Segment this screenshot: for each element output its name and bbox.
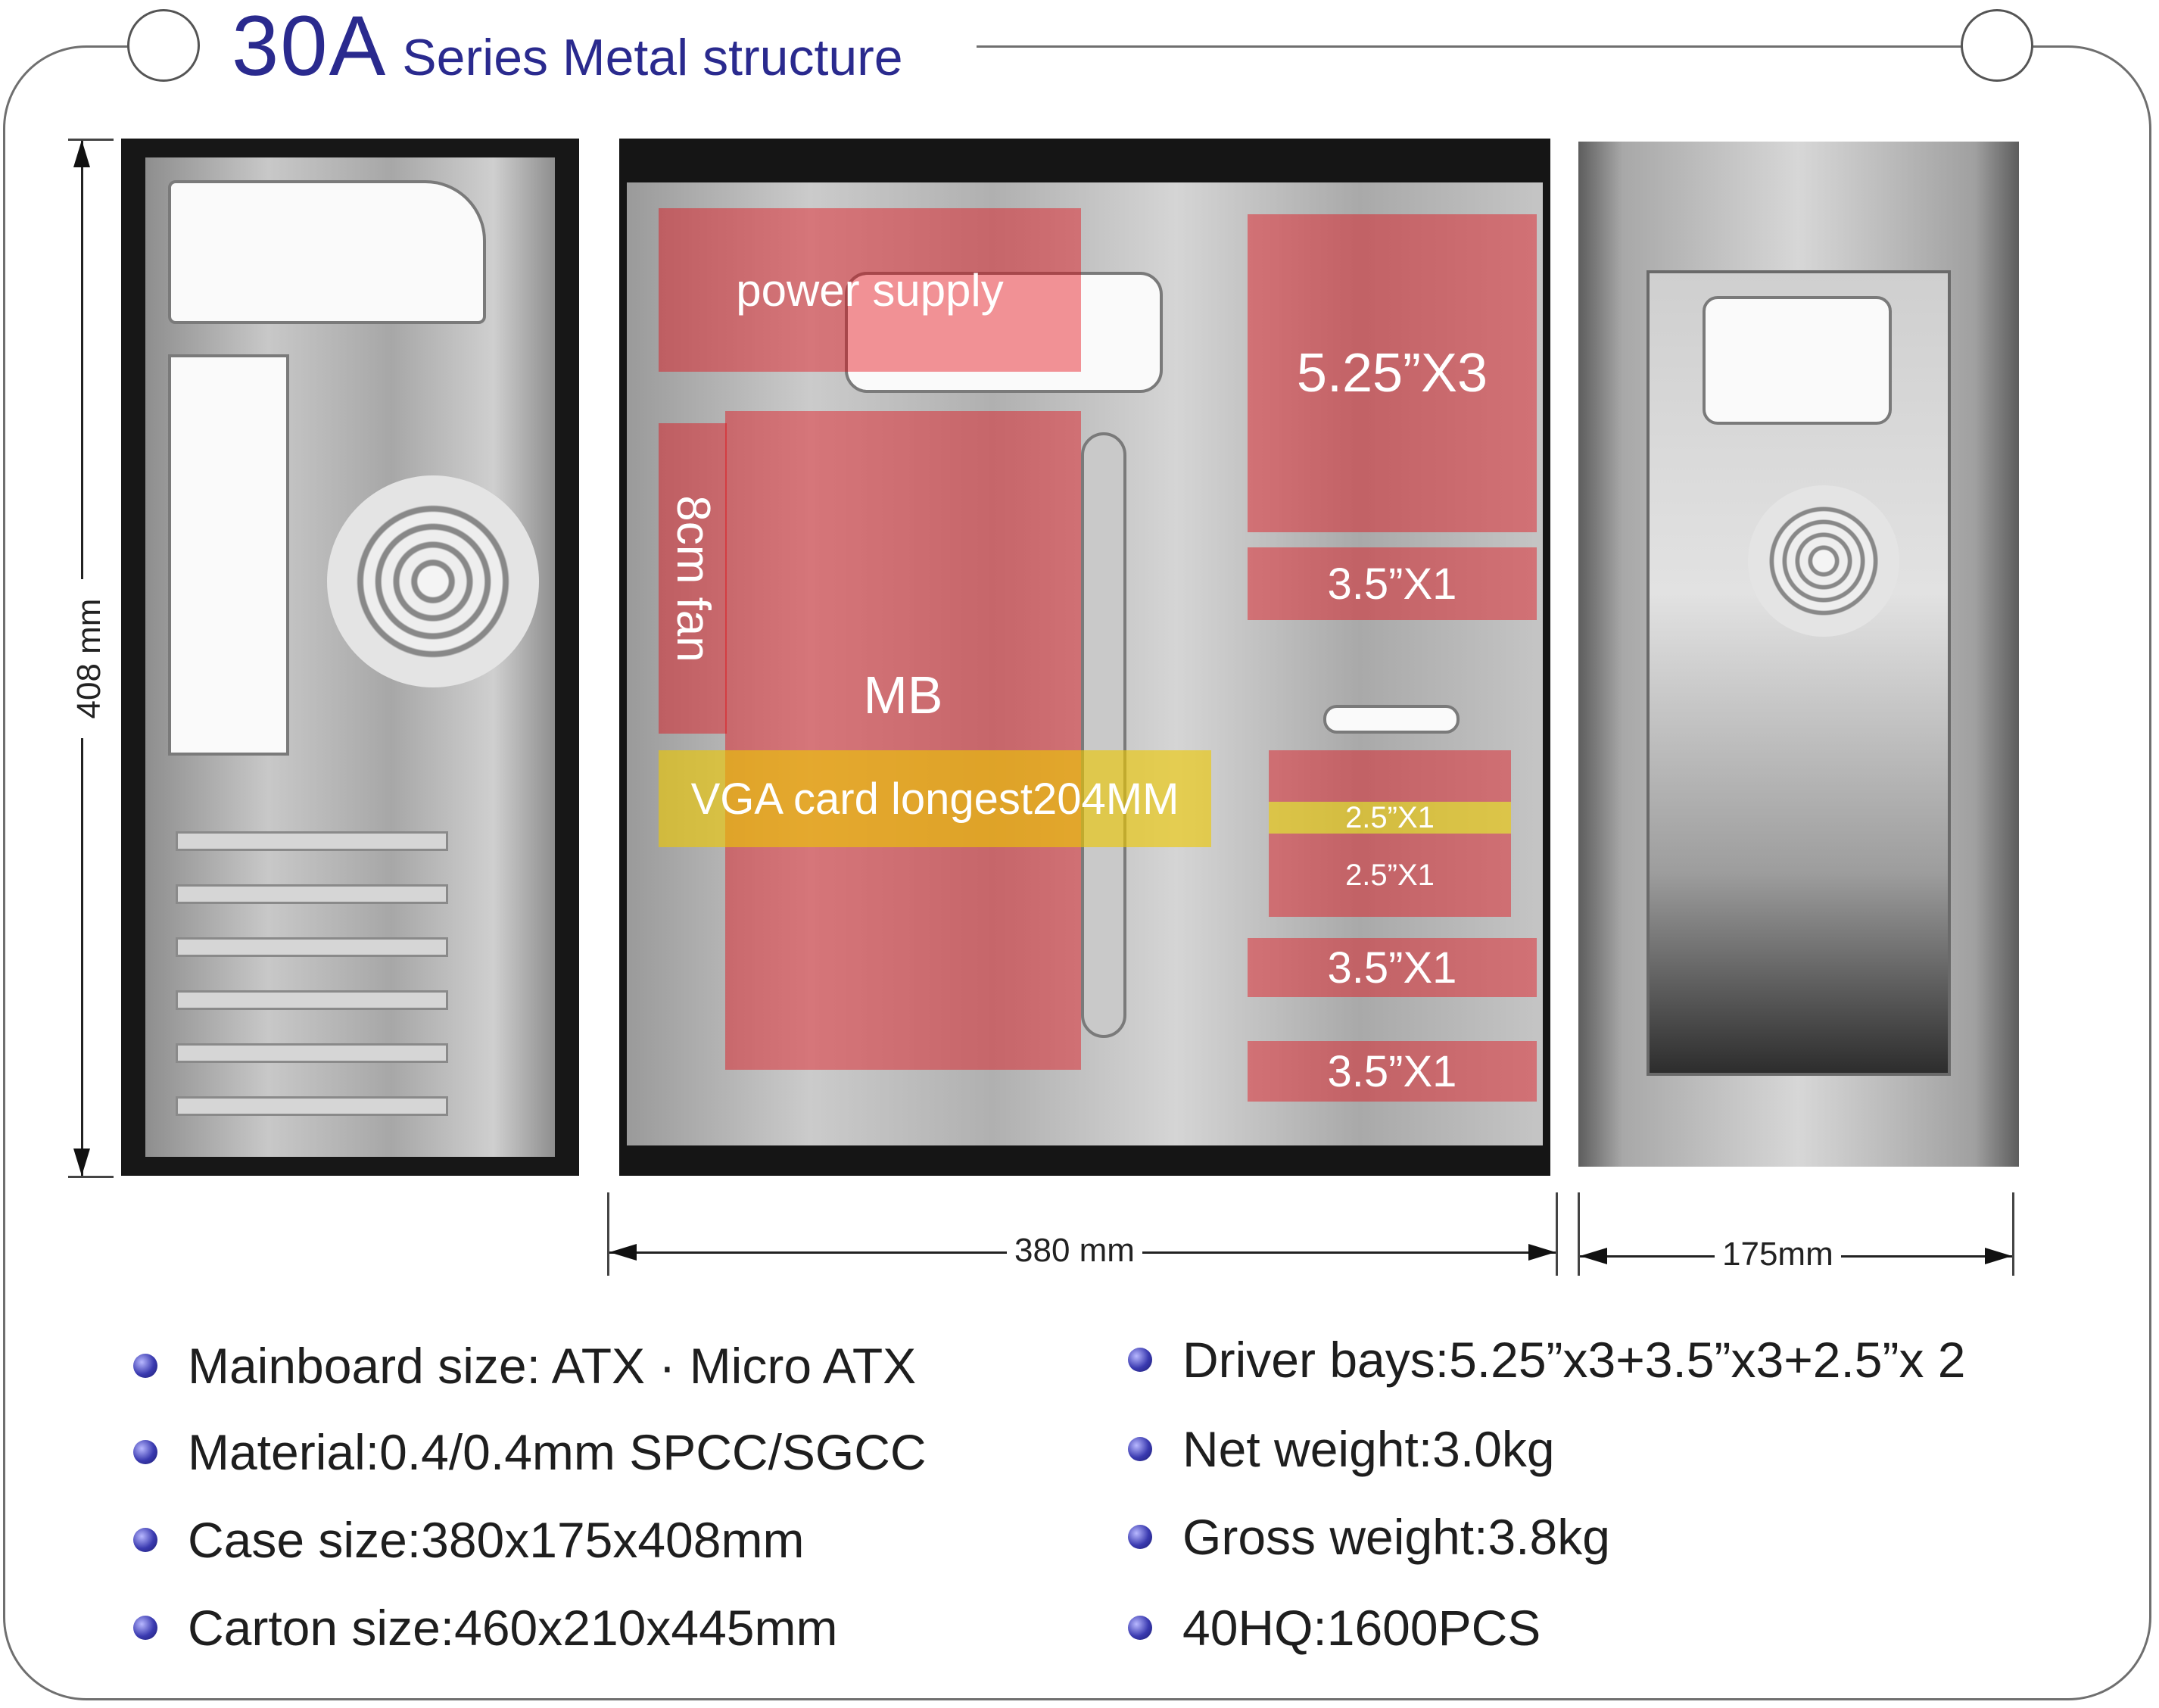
bullet-icon (1128, 1525, 1152, 1549)
overlay-motherboard: MB (725, 411, 1081, 1070)
expansion-slot (176, 1043, 448, 1063)
spec-40hq: 40HQ:1600PCS (1128, 1599, 1541, 1657)
chassis-cage (1647, 270, 1951, 1076)
expansion-slot (176, 1096, 448, 1116)
rear-view-photo (121, 139, 579, 1176)
expansion-slot (176, 831, 448, 851)
overlay-35-bay-top: 3.5”X1 (1248, 547, 1537, 620)
length-label: 380 mm (1007, 1232, 1142, 1270)
corner-circle-right (1961, 9, 2033, 82)
spec-material: Material:0.4/0.4mm SPCC/SGCC (133, 1423, 927, 1481)
label-35-bay-top: 3.5”X1 (1327, 559, 1457, 609)
bullet-icon (1128, 1616, 1152, 1640)
overlay-fan: 8cm fan (659, 423, 727, 734)
label-525-bays: 5.25”X3 (1296, 343, 1488, 404)
spec-carton-size: Carton size:460x210x445mm (133, 1599, 837, 1657)
height-label: 408 mm (70, 579, 108, 738)
width-tick-right (2012, 1192, 2014, 1276)
rear-fan-grill-inside (1748, 485, 1899, 637)
label-vga-card: VGA card longest204MM (690, 774, 1179, 824)
width-tick-left (1578, 1192, 1580, 1276)
overlay-25-bay-a: 2.5”X1 (1269, 800, 1511, 834)
length-tick-left (607, 1192, 609, 1276)
side-rib (1081, 432, 1126, 1038)
label-35-bay-mid: 3.5”X1 (1327, 943, 1457, 993)
arrow-right-icon (1985, 1248, 2012, 1264)
bullet-icon (133, 1528, 157, 1552)
arrow-left-icon (609, 1244, 637, 1261)
label-25-bay-a: 2.5”X1 (1345, 800, 1435, 834)
psu-window (845, 272, 1163, 393)
label-motherboard: MB (863, 665, 943, 725)
title-number: 30A (232, 0, 388, 93)
overlay-25-bay-top (1269, 750, 1511, 802)
overlay-vga-card: VGA card longest204MM (659, 750, 1211, 847)
spec-mainboard: Mainboard size: ATX · Micro ATX (133, 1337, 916, 1395)
rear-fan-grill (327, 475, 539, 687)
psu-opening (168, 180, 486, 324)
arrow-up-icon (73, 140, 90, 167)
overlay-25-bay-b: 2.5”X1 (1269, 834, 1511, 917)
expansion-slot (176, 884, 448, 904)
label-35-bay-bottom: 3.5”X1 (1327, 1046, 1457, 1096)
expansion-slot (176, 990, 448, 1010)
bullet-icon (1128, 1437, 1152, 1461)
bullet-icon (133, 1354, 157, 1378)
overlay-35-bay-mid: 3.5”X1 (1248, 938, 1537, 997)
psu-opening-rear (1703, 296, 1892, 425)
arrow-right-icon (1528, 1244, 1556, 1261)
spec-driver-bays: Driver bays:5.25”x3+3.5”x3+2.5”x 2 (1128, 1331, 1966, 1389)
spec-net-weight: Net weight:3.0kg (1128, 1420, 1555, 1478)
title-mask (189, 15, 977, 91)
overlay-35-bay-bottom: 3.5”X1 (1248, 1041, 1537, 1102)
spec-case-size: Case size:380x175x408mm (133, 1511, 804, 1569)
height-tick-bottom (68, 1176, 114, 1178)
bullet-icon (1128, 1348, 1152, 1372)
overlay-525-bays: 5.25”X3 (1248, 214, 1537, 532)
width-label: 175mm (1715, 1236, 1841, 1273)
bullet-icon (133, 1616, 157, 1640)
front-view-photo (1578, 142, 2019, 1167)
length-tick-right (1556, 1192, 1558, 1276)
expansion-slot (176, 937, 448, 957)
bay-slot-cutout (1323, 705, 1460, 734)
title-subtitle: Series Metal structure (402, 29, 903, 86)
arrow-left-icon (1580, 1248, 1607, 1264)
io-shield-opening (168, 354, 289, 756)
overlay-power-supply: power supply (659, 208, 1081, 372)
corner-circle-left (127, 9, 200, 82)
side-view-photo: power supply 5.25”X3 3.5”X1 8cm fan MB V… (619, 139, 1550, 1176)
label-fan: 8cm fan (666, 494, 719, 662)
height-tick-top (68, 139, 114, 141)
spec-gross-weight: Gross weight:3.8kg (1128, 1508, 1610, 1566)
arrow-down-icon (73, 1149, 90, 1176)
label-power-supply: power supply (736, 264, 1004, 316)
bullet-icon (133, 1440, 157, 1464)
label-25-bay-b: 2.5”X1 (1345, 858, 1435, 892)
